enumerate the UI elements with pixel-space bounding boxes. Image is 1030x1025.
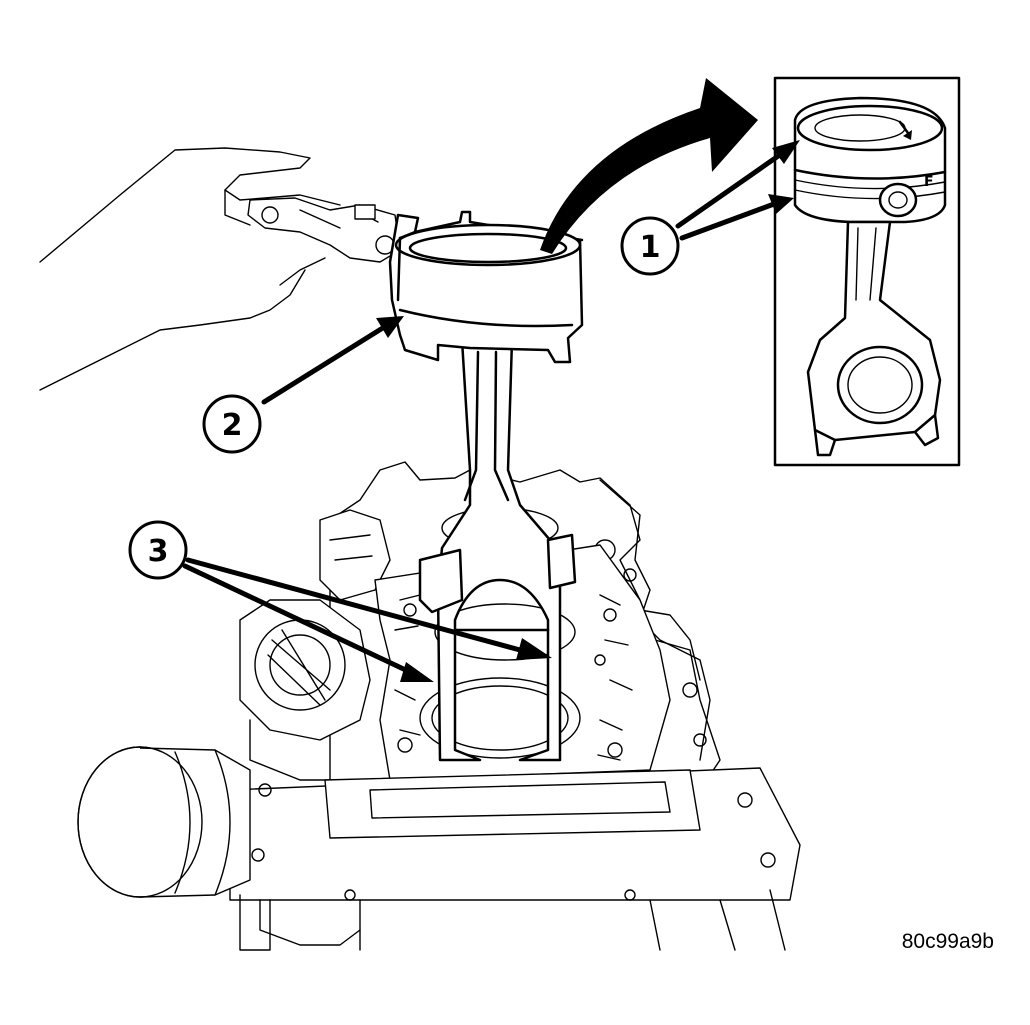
callout-2-label: 2 xyxy=(222,408,243,443)
leader-arrows xyxy=(182,140,800,682)
ring-compressor xyxy=(388,210,584,364)
callout-3: 3 xyxy=(128,520,188,580)
ring-compressor-handle xyxy=(247,197,401,263)
callout-1: 1 xyxy=(620,216,680,276)
hand xyxy=(39,147,341,391)
connecting-rod xyxy=(418,338,577,762)
callout-1-label: 1 xyxy=(640,230,661,265)
piston-front-mark: F xyxy=(924,174,934,190)
figure-code: 80c99a9b xyxy=(901,930,994,953)
inset-piston-rod: F xyxy=(793,96,947,457)
callout-2: 2 xyxy=(202,394,262,454)
detail-inset: F xyxy=(773,76,961,467)
callout-3-label: 3 xyxy=(148,534,169,569)
direction-arrow-icon xyxy=(540,78,758,254)
